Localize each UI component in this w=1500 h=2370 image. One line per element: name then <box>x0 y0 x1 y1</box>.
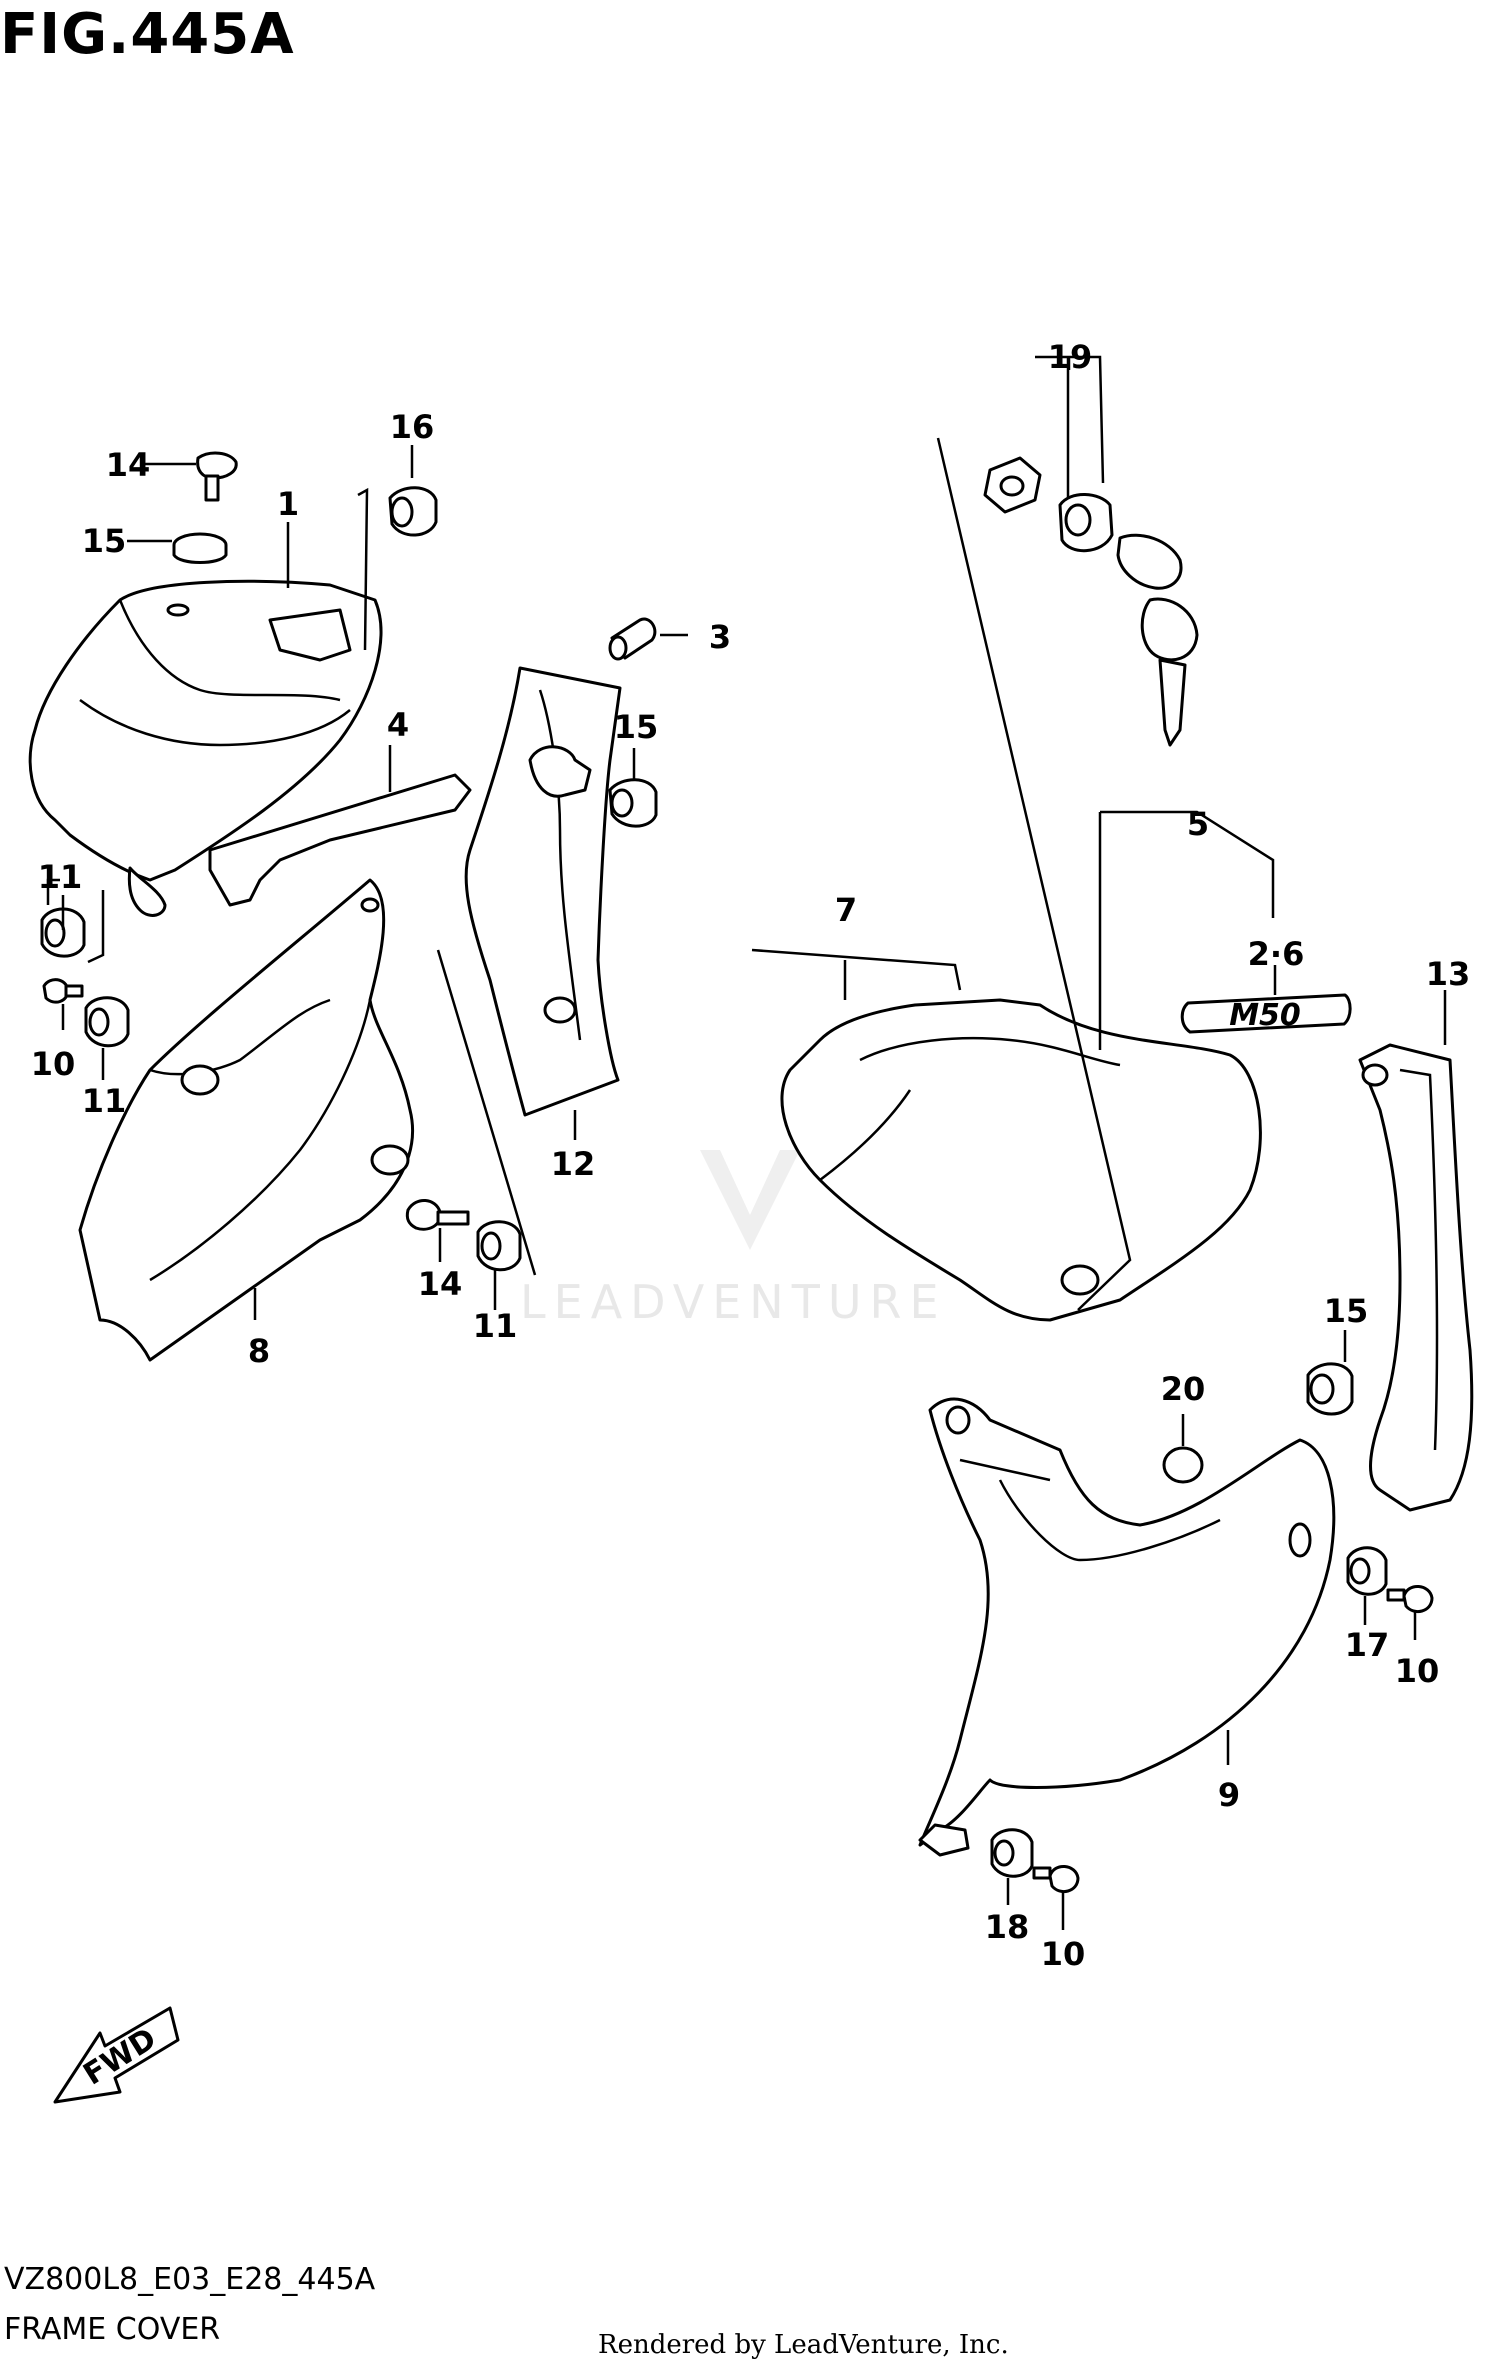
figure-title: FIG.445A <box>0 2 295 67</box>
part-11-grommet-c <box>476 1220 522 1272</box>
part-13-right-bracket <box>1358 1043 1474 1512</box>
callout-19: 19 <box>1048 338 1093 376</box>
callout-16: 16 <box>390 408 435 446</box>
part-10-screw-c <box>1032 1865 1080 1894</box>
part-15-grommet-right <box>1306 1362 1354 1416</box>
part-11-grommet-a <box>40 907 86 958</box>
part-19-lock-set <box>983 456 1199 747</box>
part-4-bracket <box>208 773 472 907</box>
part-20-grommet <box>1162 1446 1204 1484</box>
callout-10: 10 <box>1395 1652 1440 1690</box>
callout-20: 20 <box>1161 1370 1206 1408</box>
part-15-grommet-mid <box>608 778 658 828</box>
part-12-vertical-bracket <box>464 666 622 1117</box>
part-18-grommet <box>990 1828 1034 1878</box>
part-14-bolt-mid <box>405 1199 470 1231</box>
rendered-by-credit: Rendered by LeadVenture, Inc. <box>598 2330 1009 2360</box>
part-1-upper-cover <box>28 579 383 917</box>
leader-lines <box>61 355 1447 1930</box>
part-14-bolt-top <box>196 451 238 502</box>
callout-12: 12 <box>551 1145 596 1183</box>
part-8-lower-cover <box>78 878 415 1362</box>
callout-4: 4 <box>387 706 409 744</box>
model-code: VZ800L8_E03_E28_445A <box>4 2262 376 2297</box>
part-11-grommet-b <box>84 996 130 1048</box>
callout-17: 17 <box>1345 1626 1390 1664</box>
callout-1: 1 <box>277 485 299 523</box>
callout-15: 15 <box>1324 1292 1369 1330</box>
callout-14: 14 <box>418 1265 463 1303</box>
callout-14: 14 <box>106 446 151 484</box>
part-15-grommet-top <box>172 532 228 564</box>
emblem-text: M50 <box>1229 998 1301 1033</box>
callout-10: 10 <box>31 1045 76 1083</box>
assembly-bracket-1 <box>46 878 60 905</box>
fwd-label: FWD <box>77 2021 162 2092</box>
part-10-screw-b <box>1386 1585 1434 1614</box>
callout-18: 18 <box>985 1908 1030 1946</box>
callout-labels: 19 16 14 1 15 3 4 15 5 11 7 2·6 13 10 11… <box>31 338 1471 1973</box>
callout-9: 9 <box>1218 1776 1240 1814</box>
part-17-grommet <box>1346 1546 1388 1596</box>
callout-3: 3 <box>709 618 731 656</box>
watermark-text: LEADVENTURE <box>520 1275 947 1329</box>
part-3-collar <box>608 617 657 661</box>
callout-13: 13 <box>1426 955 1471 993</box>
part-10-screw-a <box>42 978 84 1004</box>
part-2-6-emblem: M50 <box>1180 993 1352 1034</box>
callout-5: 5 <box>1187 805 1209 843</box>
callout-11: 11 <box>82 1082 127 1120</box>
part-7-side-cover <box>780 998 1262 1322</box>
fwd-arrow-icon: FWD <box>53 2006 180 2104</box>
callout-11: 11 <box>473 1307 518 1345</box>
callout-10: 10 <box>1041 1935 1086 1973</box>
part-9-lower-cover <box>918 1397 1336 1857</box>
callout-2-6: 2·6 <box>1248 935 1305 973</box>
part-16-grommet <box>388 486 438 537</box>
callout-7: 7 <box>835 891 857 929</box>
callout-15: 15 <box>82 522 127 560</box>
callout-8: 8 <box>248 1332 270 1370</box>
watermark: LEADVENTURE <box>520 1150 947 1329</box>
callout-11: 11 <box>38 858 83 896</box>
callout-15: 15 <box>614 708 659 746</box>
figure-name: FRAME COVER <box>4 2312 221 2347</box>
